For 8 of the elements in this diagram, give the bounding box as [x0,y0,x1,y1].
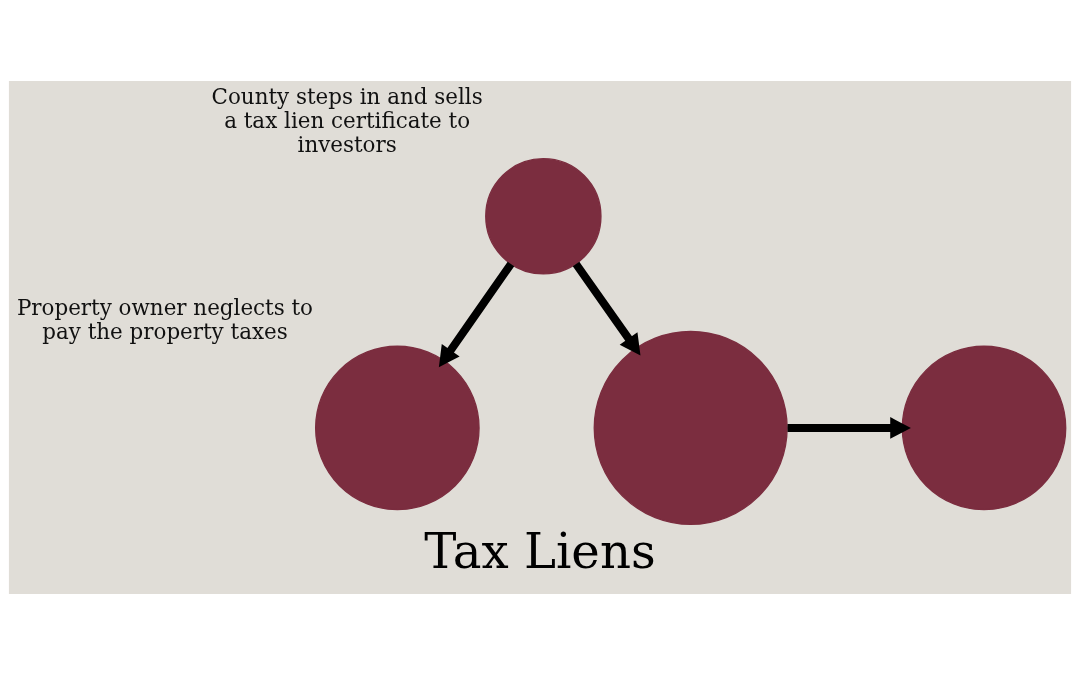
node-circle [485,158,602,275]
diagram-title: Tax Liens [424,523,656,580]
arrow [572,261,641,356]
node-label: County steps in and sells a tax lien certificate to investors [211,83,483,157]
node-circle [901,345,1067,511]
node-label: Property owner neglects to pay the property taxes [16,295,314,345]
arrow [787,417,911,439]
arrow [438,261,515,368]
